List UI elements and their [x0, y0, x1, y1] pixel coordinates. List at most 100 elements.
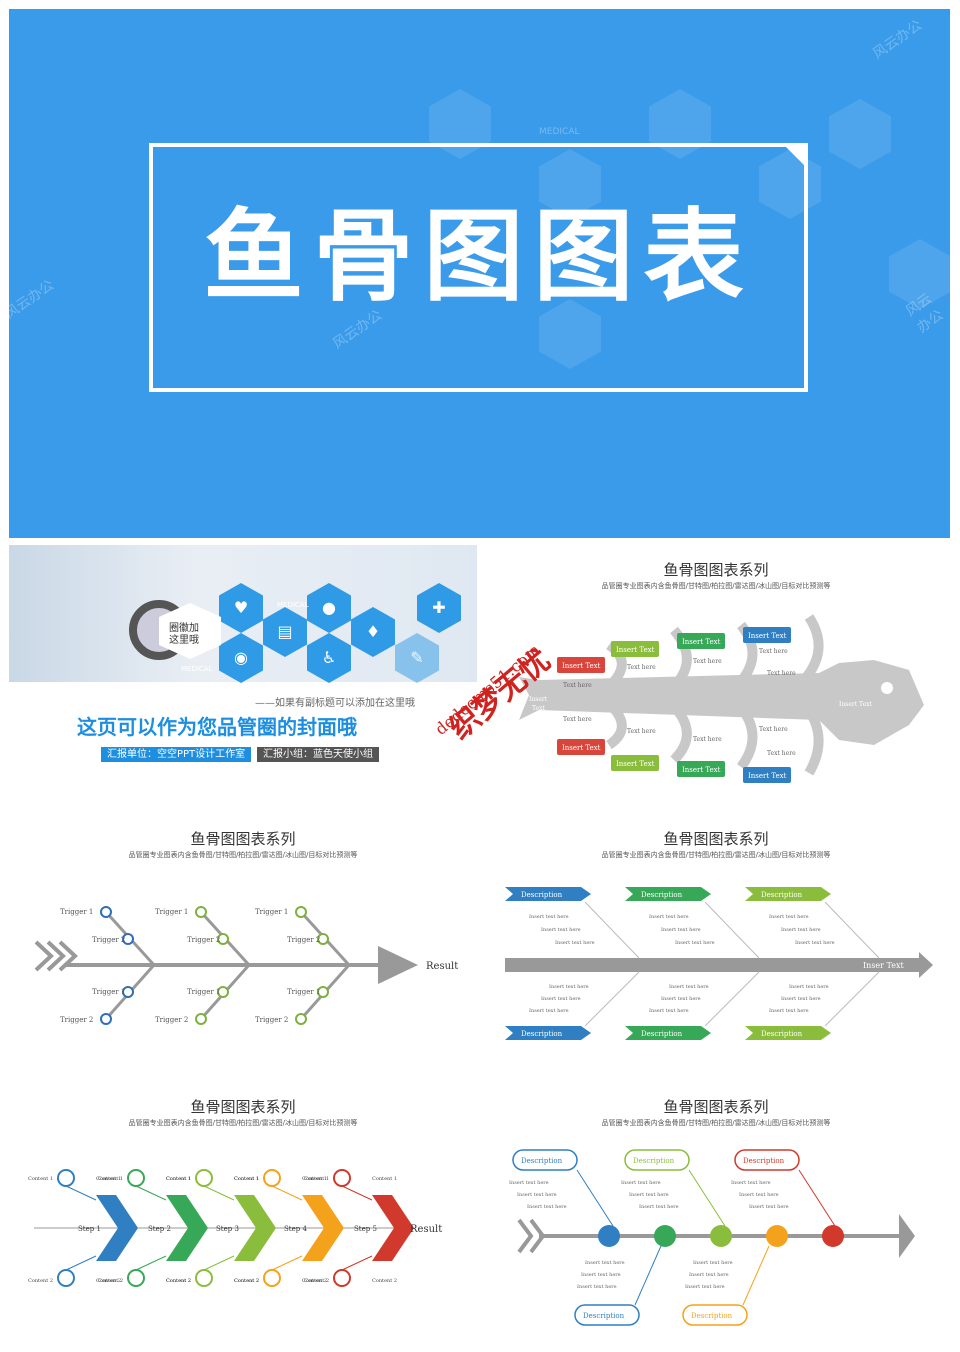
head-label: Insert Text	[839, 701, 873, 708]
cover-subtitle: ——如果有副标题可以添加在这里哦	[255, 698, 415, 709]
heart-icon: ♥	[219, 583, 263, 633]
insert-line: Insert text here	[661, 996, 701, 1002]
hero-title: 鱼骨图图表	[203, 198, 754, 315]
insert-text-label: Insert Text	[682, 766, 721, 774]
description-arrow	[505, 1026, 591, 1040]
text-here: Text here	[767, 670, 796, 677]
insert-line: Insert text here	[541, 927, 581, 933]
trigger-label: Trigger 2	[287, 936, 320, 944]
insert-line: Insert text here	[731, 1180, 771, 1186]
description-arrow	[745, 887, 831, 901]
insert-text-box	[557, 657, 605, 673]
insert-line: Insert text here	[541, 996, 581, 1002]
content-label: Content 2	[234, 1278, 259, 1284]
watermark-stamp: 织梦无忧 dedecms51.com	[431, 610, 572, 750]
content-icon	[333, 1269, 351, 1287]
slide-title: 鱼骨图图表系列	[190, 830, 296, 848]
step-fishbone: Step 1 Content 1 Content 1 Content 2 Content…	[28, 1169, 442, 1287]
insert-line: Insert text here	[581, 1272, 621, 1278]
insert-line: Insert text here	[529, 914, 569, 920]
content-icon	[195, 1169, 213, 1187]
description-arrow	[625, 887, 711, 901]
content-label: Content 1	[234, 1176, 259, 1182]
trigger-node	[195, 1013, 207, 1025]
insert-line: Insert text here	[621, 1180, 661, 1186]
content-label: Content 1	[372, 1176, 397, 1182]
slide-subtitle: 品管圈专业图表内含鱼骨图/甘特图/柏拉图/雷达图/冰山图/目标对比预测等	[601, 582, 831, 590]
content-label: Content 1	[302, 1176, 327, 1182]
watermark: 风云办公	[870, 17, 926, 63]
medical-label: MEDICAL	[539, 127, 580, 137]
hex-decoration	[829, 99, 891, 169]
step-label: Step 2	[148, 1225, 171, 1233]
description-label: Description	[521, 1157, 563, 1165]
insert-text-box	[611, 641, 659, 657]
description-label: Description	[691, 1312, 733, 1320]
node-icon	[822, 1225, 844, 1247]
insert-line: Insert text here	[769, 1008, 809, 1014]
result-label: Result	[426, 961, 458, 972]
trigger-label: Trigger 1	[92, 988, 125, 996]
clipboard-icon: ▤	[263, 607, 307, 657]
trigger-node	[100, 906, 112, 918]
medical-label: MEDICAL	[277, 601, 309, 609]
insert-line: Insert text here	[529, 1008, 569, 1014]
medical-label: MEDICAL	[181, 665, 213, 673]
content-label: Content 2	[96, 1278, 121, 1284]
content-icon	[57, 1169, 75, 1187]
insert-text-label: Insert Text	[562, 744, 601, 752]
svg-text:Text: Text	[532, 705, 545, 712]
description-label: Description	[641, 1030, 683, 1038]
person-icon: ●	[307, 583, 351, 633]
trigger-node	[122, 986, 134, 998]
description-pill	[734, 1149, 800, 1171]
insert-line: Insert text here	[749, 1204, 789, 1210]
content-label: Content 2	[304, 1278, 329, 1284]
insert-text-box	[743, 767, 791, 783]
text-here: Text here	[693, 658, 722, 665]
content-label: Content 1	[166, 1176, 191, 1182]
content-icon	[127, 1269, 145, 1287]
content-label: Content 1	[96, 1176, 121, 1182]
insert-text-label: Insert Text	[562, 662, 601, 670]
insert-line: Insert text here	[795, 940, 835, 946]
insert-text-label: Insert Text	[682, 638, 721, 646]
insert-line: Insert text here	[685, 1284, 725, 1290]
insert-line: Insert text here	[739, 1192, 779, 1198]
description-label: Description	[521, 891, 563, 899]
insert-text-box	[677, 761, 725, 777]
trigger-node	[195, 906, 207, 918]
text-here: Text here	[693, 736, 722, 743]
content-icon	[333, 1169, 351, 1187]
insert-line: Insert text here	[509, 1180, 549, 1186]
insert-text-box	[743, 627, 791, 643]
description-label: Description	[743, 1157, 785, 1165]
slide-title: 鱼骨图图表系列	[663, 561, 769, 579]
insert-line: Insert text here	[649, 1008, 689, 1014]
insert-line: Insert text here	[781, 927, 821, 933]
group-tag: 汇报小组：蓝色天使小组	[257, 747, 379, 762]
insert-line: Insert text here	[549, 984, 589, 990]
content-label: Content 2	[28, 1278, 53, 1284]
description-label: Description	[583, 1312, 625, 1320]
cover-slide: ♥ ▤ ● ♦ ◉ ♿ ✎ ✚ 圈徽加 这里哦 MEDICAL MEDICAL …	[9, 545, 477, 770]
insert-line: Insert text here	[629, 1192, 669, 1198]
step-label: Step 1	[78, 1225, 101, 1233]
cover-photo: ♥ ▤ ● ♦ ◉ ♿ ✎ ✚ 圈徽加 这里哦 MEDICAL MEDICAL	[9, 545, 477, 683]
insert-line: Insert text here	[555, 940, 595, 946]
hero-cover: MEDICAL 风云办公 风云办公 风云办公 风云办公 鱼骨图图表	[9, 9, 950, 538]
slide-title: 鱼骨图图表系列	[663, 830, 769, 848]
fishbone-slide-5: 鱼骨图图表系列 品管圈专业图表内含鱼骨图/甘特图/柏拉图/雷达图/冰山图/目标对…	[479, 1080, 953, 1335]
text-here: Text here	[627, 728, 656, 735]
insert-line: Insert text here	[789, 984, 829, 990]
text-here: Text here	[759, 726, 788, 733]
trigger-label: Trigger 2	[60, 1016, 93, 1024]
description-arrow	[745, 1026, 831, 1040]
content-icon	[127, 1169, 145, 1187]
content-label: Content 2	[234, 1278, 259, 1284]
content-label: Content 1	[234, 1176, 259, 1182]
fishbone-slide-3: 鱼骨图图表系列 品管圈专业图表内含鱼骨图/甘特图/柏拉图/雷达图/冰山图/目标对…	[479, 812, 953, 1067]
trigger-node	[295, 906, 307, 918]
